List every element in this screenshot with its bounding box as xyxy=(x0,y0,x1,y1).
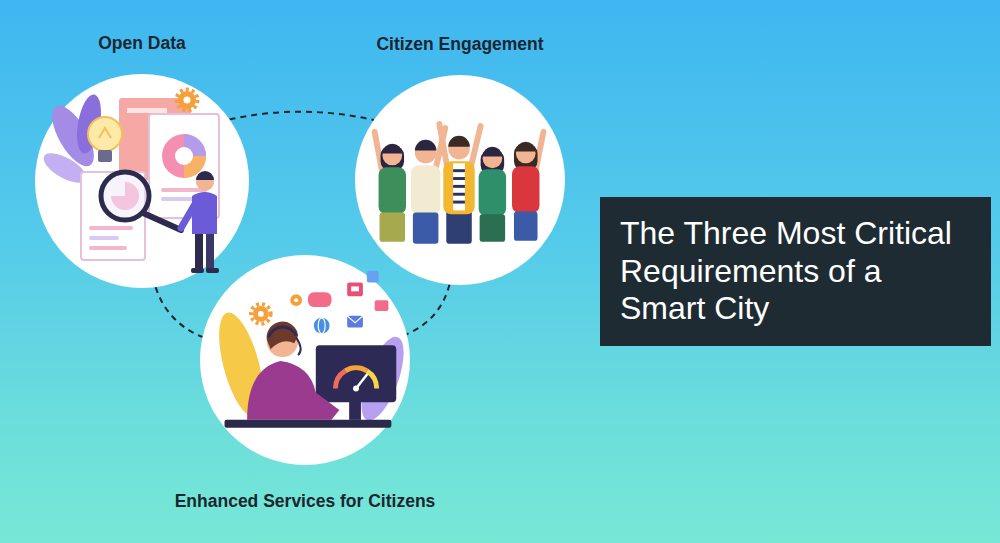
dashed-connector xyxy=(156,287,203,337)
title-panel: The Three Most Critical Requirements of … xyxy=(600,197,991,346)
open-data-illustration xyxy=(35,74,249,288)
dashed-connector xyxy=(230,112,374,120)
topic-circle: Enhanced Services for Citizens xyxy=(200,255,410,465)
operator-figure xyxy=(247,322,339,420)
citizens-illustration xyxy=(355,75,565,285)
floating-icons xyxy=(251,271,388,334)
person-green xyxy=(375,132,406,242)
topic-circle: Open Data xyxy=(35,74,249,288)
circle-fill xyxy=(355,75,565,285)
heading-wrap: Citizen Engagement xyxy=(376,34,543,55)
person-cream xyxy=(411,128,445,244)
dashed-connector xyxy=(407,285,450,335)
node-heading: Open Data xyxy=(98,33,186,54)
heading-wrap: Enhanced Services for Citizens xyxy=(175,491,436,512)
services-illustration xyxy=(200,255,410,465)
topic-circle: Citizen Engagement xyxy=(355,75,565,285)
analyst-figure xyxy=(181,171,219,273)
person-yellow xyxy=(439,124,480,244)
circle-fill xyxy=(35,74,249,288)
gear xyxy=(177,90,198,111)
person-red xyxy=(512,132,543,241)
node-heading: Enhanced Services for Citizens xyxy=(175,491,436,512)
title-text: The Three Most Critical Requirements of … xyxy=(620,215,960,327)
magnifier xyxy=(101,172,181,230)
circle-fill xyxy=(200,255,410,465)
lightbulb xyxy=(88,117,122,162)
person-teal xyxy=(479,147,506,242)
node-heading: Citizen Engagement xyxy=(376,34,543,55)
heading-wrap: Open Data xyxy=(98,33,186,54)
leaves xyxy=(210,308,412,425)
desk xyxy=(225,420,392,428)
